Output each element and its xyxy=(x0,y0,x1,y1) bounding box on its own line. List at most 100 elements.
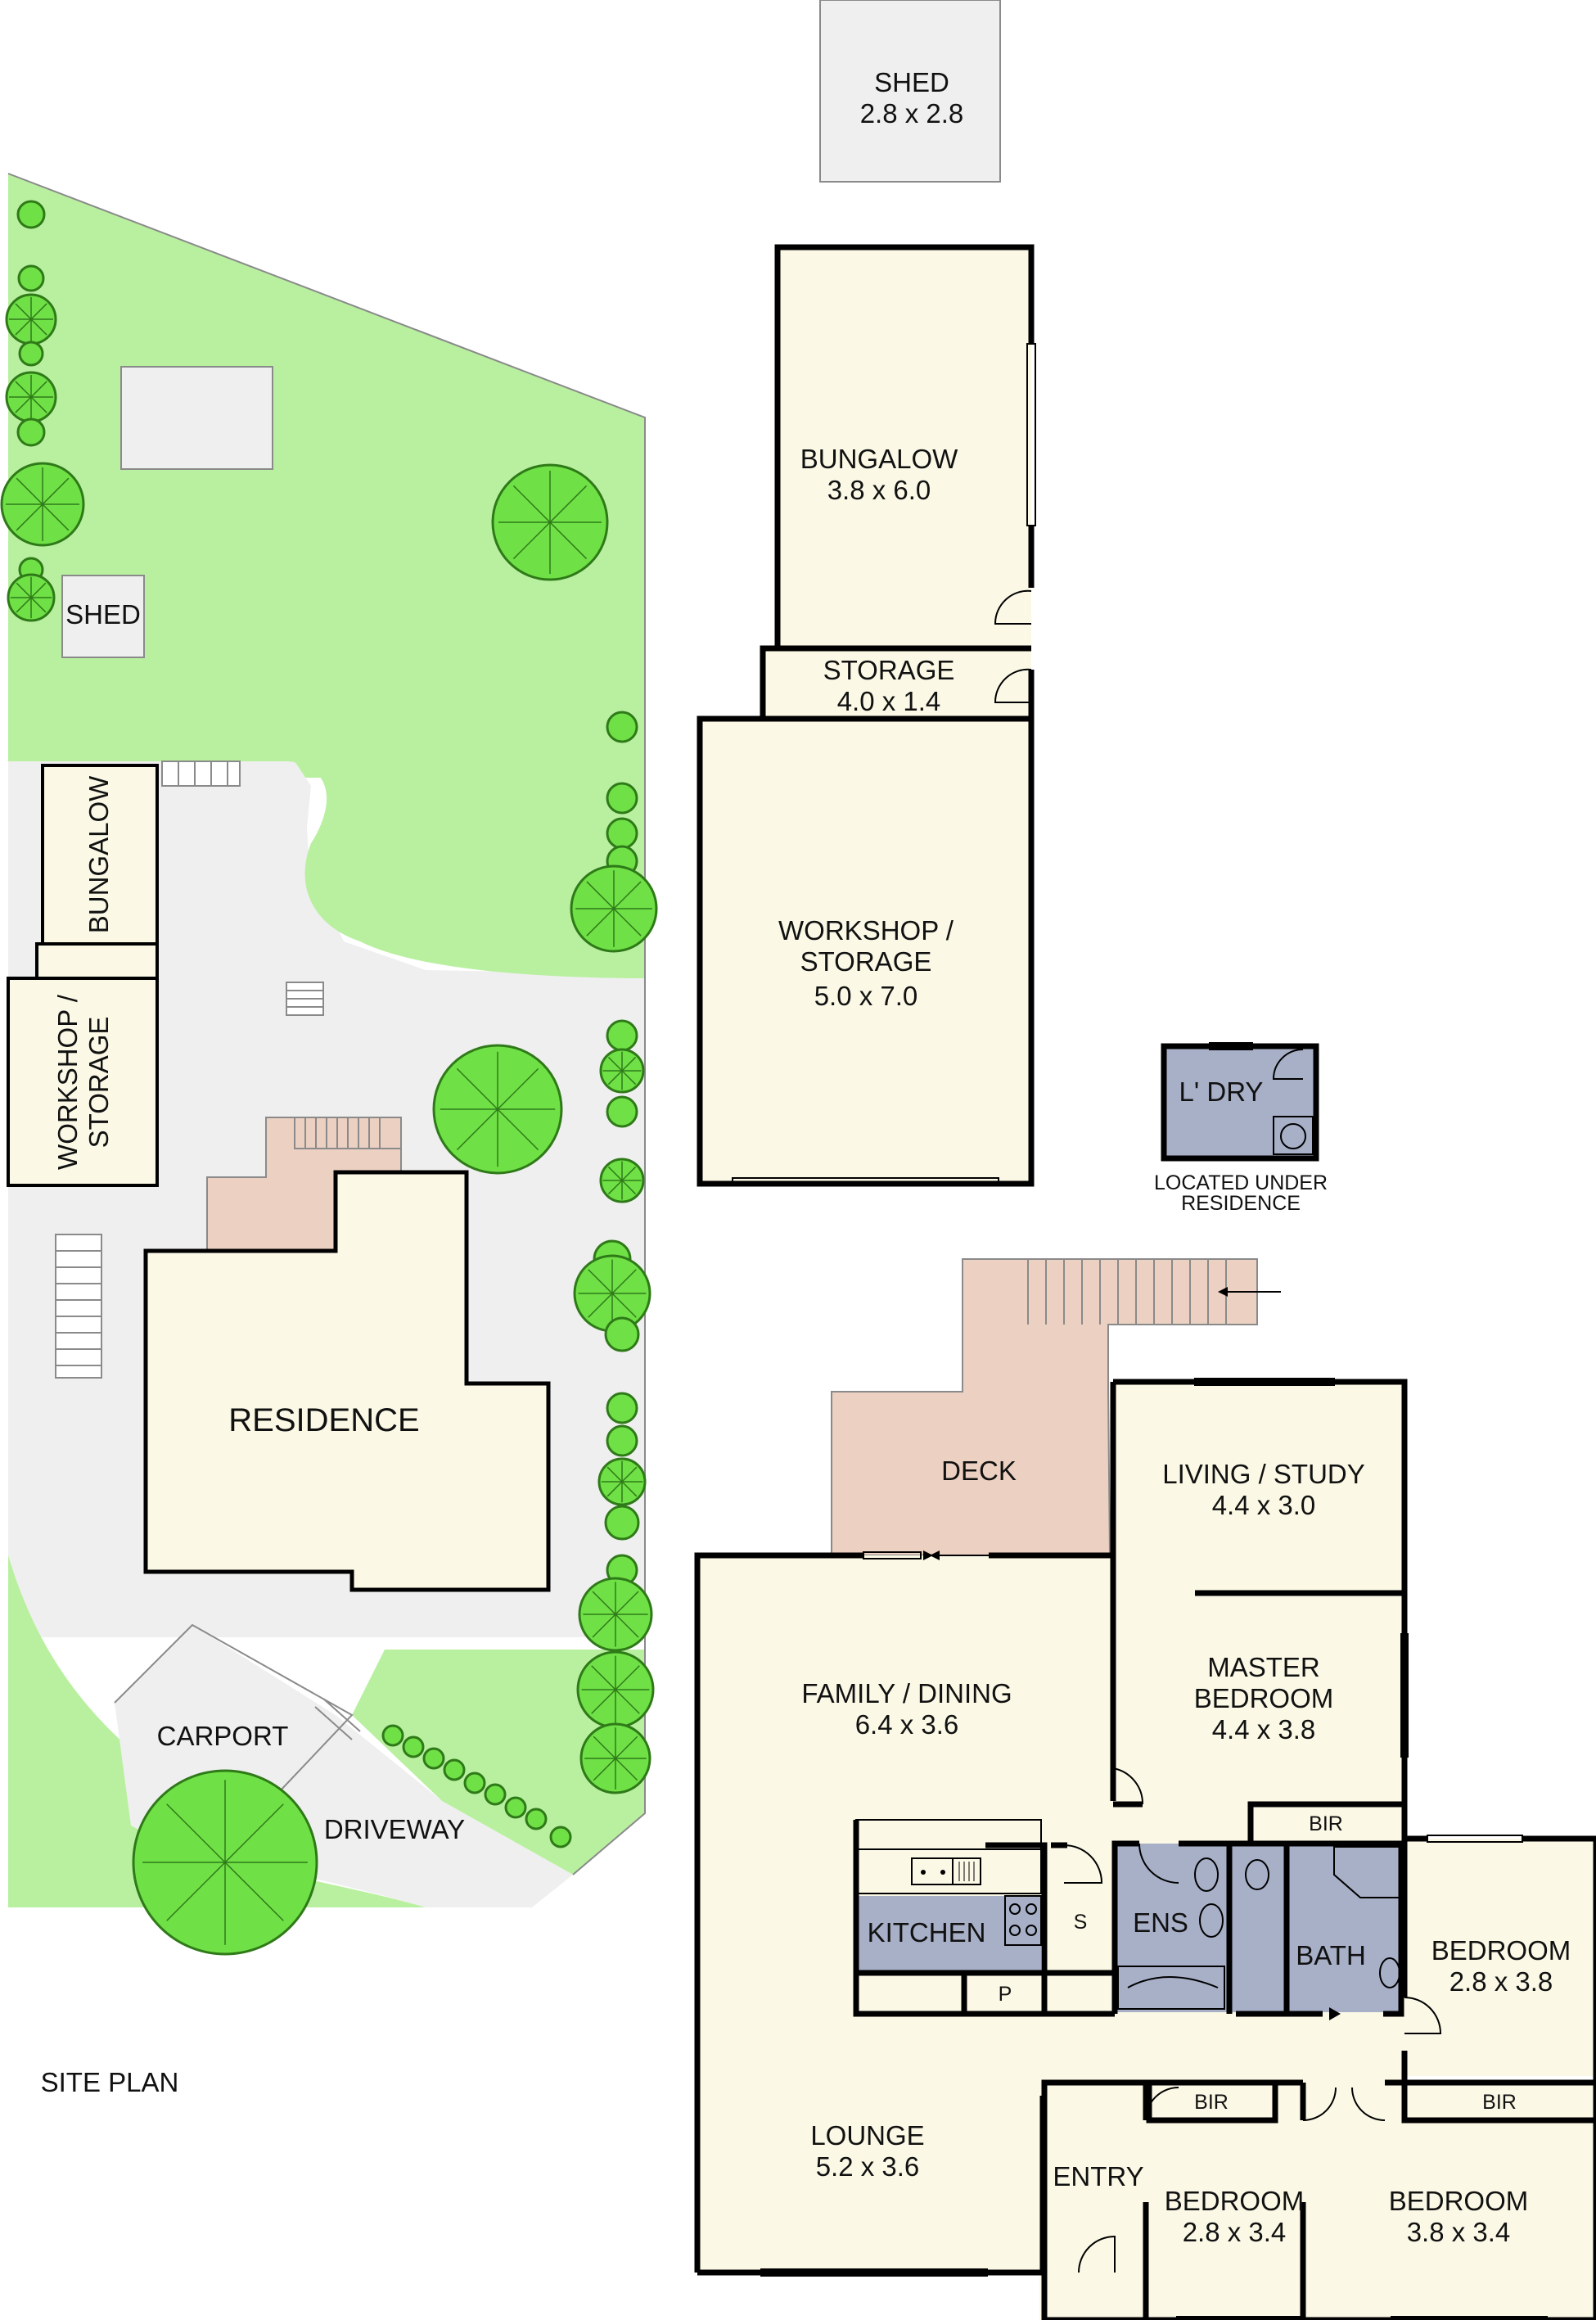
site-deck-stairs xyxy=(294,1117,402,1149)
tree-branch xyxy=(621,1180,637,1195)
tree-branch xyxy=(16,477,43,505)
fp-bedroom-left-name: BEDROOM xyxy=(1389,2186,1529,2216)
tree-branch xyxy=(621,1070,637,1086)
fp-workshop-name-1: WORKSHOP / xyxy=(778,915,954,946)
fp-bir-bed2: BIR xyxy=(1194,2091,1229,2114)
fp-master-name-2: BEDROOM xyxy=(1194,1683,1334,1713)
fp-bedroom-right xyxy=(1404,1839,1596,2076)
fp-bir-bed3: BIR xyxy=(1482,2091,1517,2114)
tree-icon xyxy=(606,1019,638,1052)
tree-branch xyxy=(30,582,47,598)
fp-bungalow-name: BUNGALOW xyxy=(800,444,958,474)
fp-workshop-size: 5.0 x 7.0 xyxy=(814,981,918,1011)
site-plan-title: SITE PLAN xyxy=(41,2067,179,2097)
lawn-mid xyxy=(288,761,645,978)
fp-family-dining-name: FAMILY / DINING xyxy=(801,1678,1012,1708)
tree-branch xyxy=(592,1614,616,1638)
property-boundary xyxy=(7,173,646,1875)
site-trees xyxy=(0,200,658,1956)
site-storage xyxy=(35,942,159,980)
fp-bedroom-mid-size: 2.8 x 3.4 xyxy=(1183,2217,1287,2247)
fp-shed xyxy=(819,0,1001,183)
tree-branch xyxy=(613,881,642,909)
tree-icon xyxy=(604,1505,640,1541)
tree-branch xyxy=(16,582,32,598)
tree-branch xyxy=(42,503,70,531)
fp-bungalow xyxy=(778,247,1031,648)
fp-bath-name: BATH xyxy=(1296,1940,1366,1970)
tree-branch xyxy=(16,503,43,531)
site-driveway-label: DRIVEWAY xyxy=(324,1814,465,1844)
tree-branch xyxy=(592,1591,616,1615)
tree-branch xyxy=(606,1466,623,1483)
lawn-front-left xyxy=(8,1555,426,1907)
tree-branch xyxy=(30,318,47,336)
site-workshop-label-2: STORAGE xyxy=(83,1017,114,1149)
fp-bath xyxy=(1287,1844,1401,2012)
tree-branch xyxy=(456,1108,498,1151)
fp-bungalow-size: 3.8 x 6.0 xyxy=(827,475,931,505)
tree-branch xyxy=(615,1591,639,1615)
tree-branch xyxy=(30,396,47,413)
tree-branch xyxy=(621,1466,638,1483)
lawn-rear xyxy=(8,174,645,778)
fp-living-study-size: 4.4 x 3.0 xyxy=(1212,1490,1316,1520)
tree-icon xyxy=(484,1783,507,1806)
fp-laundry-name: L' DRY xyxy=(1179,1076,1264,1107)
fp-bedroom-right-size: 2.8 x 3.8 xyxy=(1449,1966,1553,1997)
fp-laundry xyxy=(1161,1043,1319,1162)
fp-entry-name: ENTRY xyxy=(1053,2161,1143,2191)
tree-branch xyxy=(607,1056,623,1072)
tree-branch xyxy=(611,1293,637,1318)
tree-branch xyxy=(615,1665,640,1690)
site-residence xyxy=(143,1170,551,1592)
tree-icon xyxy=(17,264,45,292)
fp-s-name: S xyxy=(1074,1911,1088,1934)
site-shed-label: SHED xyxy=(65,599,141,630)
site-plan: SHED BUNGALOW WORKSHOP / STORAGE RESIDEN… xyxy=(0,173,658,2097)
site-carport xyxy=(114,1623,354,1794)
fp-living-study xyxy=(1113,1382,1404,1593)
tree-branch xyxy=(42,477,70,505)
site-carport-label: CARPORT xyxy=(157,1721,289,1751)
tree-branch xyxy=(30,381,47,398)
tree-branch xyxy=(615,1689,640,1714)
tree-branch xyxy=(512,485,551,523)
fp-workshop-name-2: STORAGE xyxy=(800,946,932,977)
tree-icon xyxy=(606,711,638,743)
tree-branch xyxy=(16,597,32,613)
tree-branch xyxy=(15,303,32,320)
tree-branch xyxy=(549,521,588,560)
tree-branch xyxy=(15,318,32,336)
lawn-front xyxy=(352,1650,645,1875)
site-bungalow-label: BUNGALOW xyxy=(83,775,114,933)
tree-branch xyxy=(30,303,47,320)
tree-branch xyxy=(166,1862,226,1921)
tree-icon xyxy=(504,1796,527,1819)
tree-branch xyxy=(456,1067,498,1110)
fp-toilet xyxy=(1229,1844,1287,2012)
fp-bedroom-right-name: BEDROOM xyxy=(1431,1935,1571,1966)
tree-branch xyxy=(166,1803,226,1863)
tree-icon xyxy=(422,1747,445,1770)
fp-master xyxy=(1113,1593,1404,1804)
tree-branch xyxy=(593,1735,616,1759)
tree-icon xyxy=(16,418,46,447)
tree-branch xyxy=(607,1180,623,1195)
tree-branch xyxy=(615,1758,638,1781)
fp-storage xyxy=(763,648,1031,719)
fp-storage-name: STORAGE xyxy=(823,655,955,685)
fp-family-dining-size: 6.4 x 3.6 xyxy=(855,1709,959,1740)
tree-branch xyxy=(497,1067,539,1110)
tree-icon xyxy=(604,1316,640,1352)
site-side-stairs xyxy=(55,1234,102,1379)
fp-workshop xyxy=(700,719,1031,1184)
fp-lounge-name: LOUNGE xyxy=(810,2120,924,2151)
tree-branch xyxy=(613,908,642,937)
tree-branch xyxy=(549,485,588,523)
tree-branch xyxy=(591,1665,616,1690)
tree-branch xyxy=(621,1166,637,1181)
tree-branch xyxy=(15,396,32,413)
site-steps-mid xyxy=(286,982,324,1016)
